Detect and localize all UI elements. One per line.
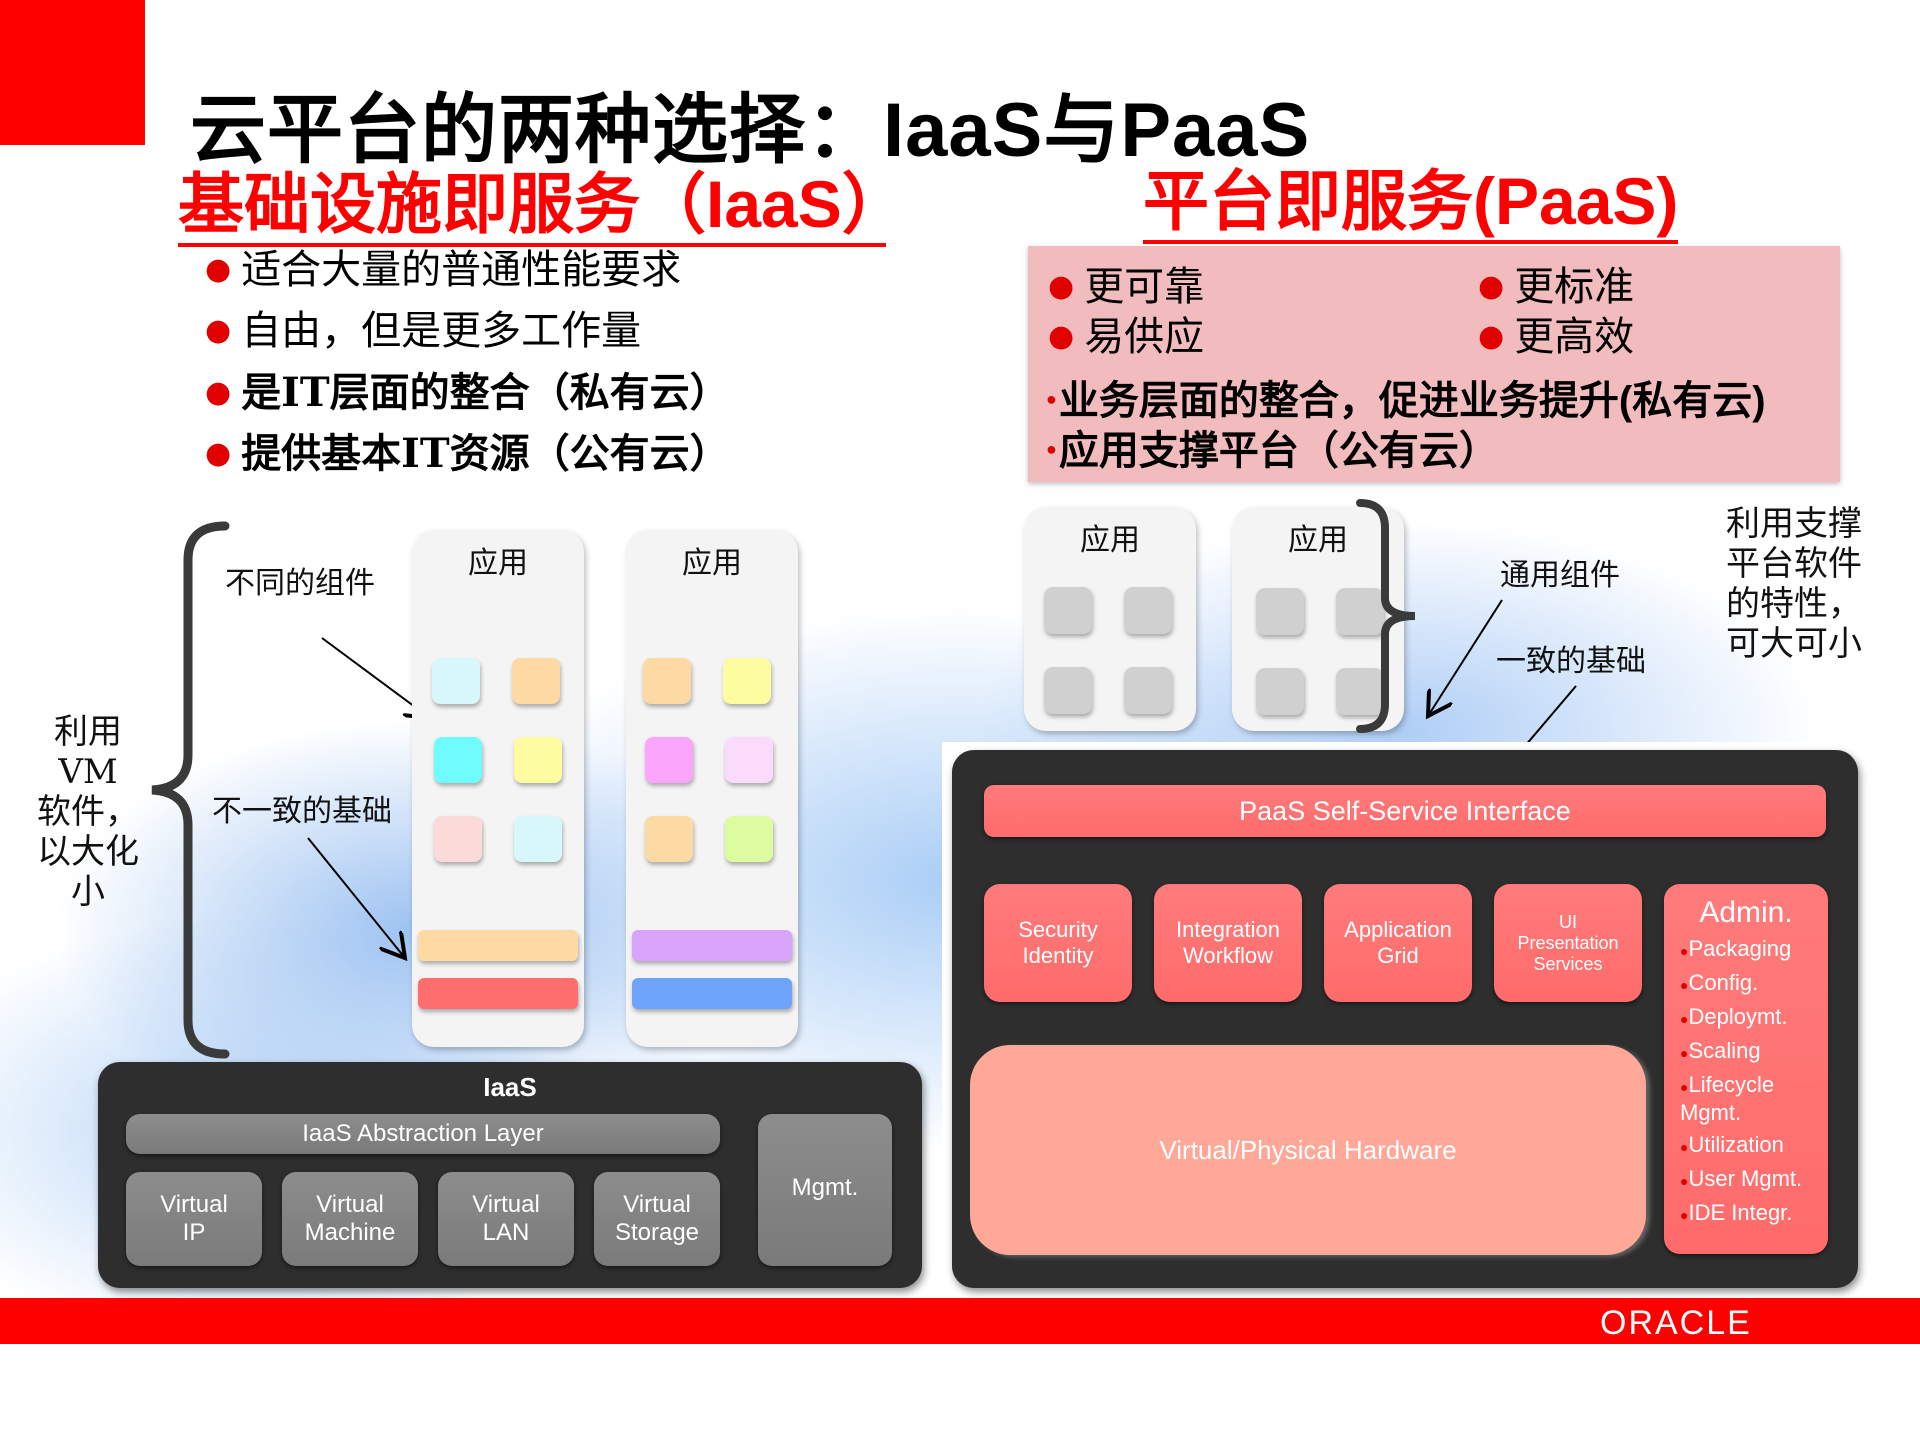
- component-tile: [512, 658, 560, 704]
- component-tile: [645, 737, 693, 783]
- slide-title: 云平台的两种选择：IaaS与PaaS: [190, 88, 1311, 173]
- bullet-dot-icon: ●: [205, 251, 232, 287]
- iaas-bullet: ●适合大量的普通性能要求: [205, 247, 682, 293]
- component-tile: [1256, 588, 1304, 635]
- component-tile: [1124, 587, 1172, 634]
- component-tile: [643, 658, 691, 704]
- component-tile: [1336, 668, 1384, 715]
- paas-brace-icon: [1356, 499, 1416, 733]
- admin-item: ●Deploymt.: [1680, 1004, 1788, 1029]
- component-tile: [1044, 667, 1092, 714]
- base-bar: [418, 930, 578, 961]
- iaas-bullet: ●自由，但是更多工作量: [205, 308, 642, 354]
- bullet-dot-icon: ●: [205, 374, 232, 410]
- bullet-dot-icon: ●: [1680, 977, 1689, 993]
- iaas-brace-icon: [151, 521, 230, 1059]
- admin-item: ●Utilization: [1680, 1132, 1784, 1157]
- admin-item: ●User Mgmt.: [1680, 1166, 1803, 1191]
- admin-title: Admin.: [1699, 896, 1793, 929]
- bullet-dot-icon: ●: [1046, 438, 1057, 459]
- paas-bullet: ●更标准: [1478, 264, 1635, 310]
- bullet-dot-icon: ●: [1048, 268, 1075, 304]
- paas-bullet: ●易供应: [1048, 314, 1205, 360]
- component-tile: [432, 658, 480, 704]
- base-bar: [632, 930, 792, 961]
- component-tile: [723, 658, 771, 704]
- bullet-dot-icon: ●: [1680, 1045, 1689, 1061]
- bullet-dot-icon: ●: [1478, 318, 1505, 354]
- paas-bold-bullet: ●应用支撑平台（公有云）: [1046, 429, 1499, 473]
- component-tile: [725, 737, 773, 783]
- paas-side-note: 利用支撑 平台软件 的特性， 可大可小: [1726, 504, 1862, 664]
- footer-bar: ORACLE: [0, 1298, 1920, 1344]
- paas-self-service-interface: PaaS Self-Service Interface: [984, 785, 1826, 837]
- component-tile: [514, 737, 562, 783]
- iaas-abstraction-layer: IaaS Abstraction Layer: [126, 1114, 720, 1154]
- bullet-dot-icon: ●: [1680, 1011, 1689, 1027]
- inconsistent-base-note: 不一致的基础: [212, 794, 392, 829]
- component-tile: [1124, 667, 1172, 714]
- component-tile: [434, 816, 482, 862]
- component-tile: [645, 816, 693, 862]
- bullet-dot-icon: ●: [205, 435, 232, 471]
- paas-bold-bullet: ●业务层面的整合，促进业务提升(私有云): [1046, 379, 1766, 423]
- admin-list: ●Packaging ●Config. ●Deploymt. ●Scaling …: [1680, 936, 1828, 1234]
- iaas-heading: 基础设施即服务（IaaS）: [178, 168, 908, 247]
- iaas-app-card: 应用: [626, 530, 798, 1047]
- bullet-dot-icon: ●: [1680, 1139, 1689, 1155]
- admin-item: ●IDE Integr.: [1680, 1200, 1793, 1225]
- bullet-dot-icon: ●: [1680, 1207, 1689, 1223]
- admin-item: ●Lifecycle Mgmt.: [1680, 1072, 1775, 1125]
- bullet-dot-icon: ●: [1478, 268, 1505, 304]
- iaas-diagram-title: IaaS: [483, 1072, 537, 1102]
- oracle-logo: ORACLE: [1600, 1304, 1752, 1342]
- iaas-app-card: 应用: [412, 530, 584, 1047]
- iaas-block-mgmt: Mgmt.: [758, 1114, 892, 1266]
- iaas-side-note: 利用VM 软件， 以大化 小: [37, 712, 139, 912]
- component-tile: [434, 737, 482, 783]
- admin-item: ●Config.: [1680, 970, 1759, 995]
- paas-bullet: ●更可靠: [1048, 264, 1205, 310]
- paas-heading: 平台即服务(PaaS): [1143, 165, 1679, 244]
- bullet-dot-icon: ●: [1680, 943, 1689, 959]
- bullet-dot-icon: ●: [1048, 318, 1075, 354]
- component-tile: [514, 816, 562, 862]
- iaas-bullet: ●是IT层面的整合（私有云）: [205, 369, 730, 416]
- common-components-note: 通用组件: [1500, 558, 1620, 593]
- virtual-physical-hardware: Virtual/Physical Hardware: [970, 1045, 1646, 1255]
- consistent-base-note: 一致的基础: [1496, 644, 1646, 679]
- admin-item: ●Packaging: [1680, 936, 1792, 961]
- paas-app-card: 应用: [1232, 507, 1404, 731]
- admin-item: ●Scaling: [1680, 1038, 1761, 1063]
- base-bar: [418, 978, 578, 1009]
- different-components-note: 不同的组件: [225, 566, 375, 601]
- component-tile: [1256, 668, 1304, 715]
- bullet-dot-icon: ●: [205, 312, 232, 348]
- paas-app-card: 应用: [1024, 507, 1196, 731]
- admin-panel: Admin. ●Packaging ●Config. ●Deploymt. ●S…: [1664, 884, 1828, 1254]
- component-tile: [1336, 588, 1384, 635]
- base-bar: [632, 978, 792, 1009]
- bullet-dot-icon: ●: [1680, 1173, 1689, 1189]
- paas-bullet: ●更高效: [1478, 314, 1635, 360]
- bullet-dot-icon: ●: [1680, 1079, 1689, 1095]
- iaas-bullet: ●提供基本IT资源（公有云）: [205, 430, 730, 477]
- corner-accent: [0, 0, 145, 145]
- component-tile: [1044, 587, 1092, 634]
- bullet-dot-icon: ●: [1046, 388, 1057, 409]
- paas-benefits-box: ●更可靠 ●更标准 ●易供应 ●更高效 ●业务层面的整合，促进业务提升(私有云)…: [1028, 246, 1840, 482]
- component-tile: [725, 816, 773, 862]
- iaas-bullet-list: ●适合大量的普通性能要求 ●自由，但是更多工作量 ●是IT层面的整合（私有云） …: [205, 240, 730, 484]
